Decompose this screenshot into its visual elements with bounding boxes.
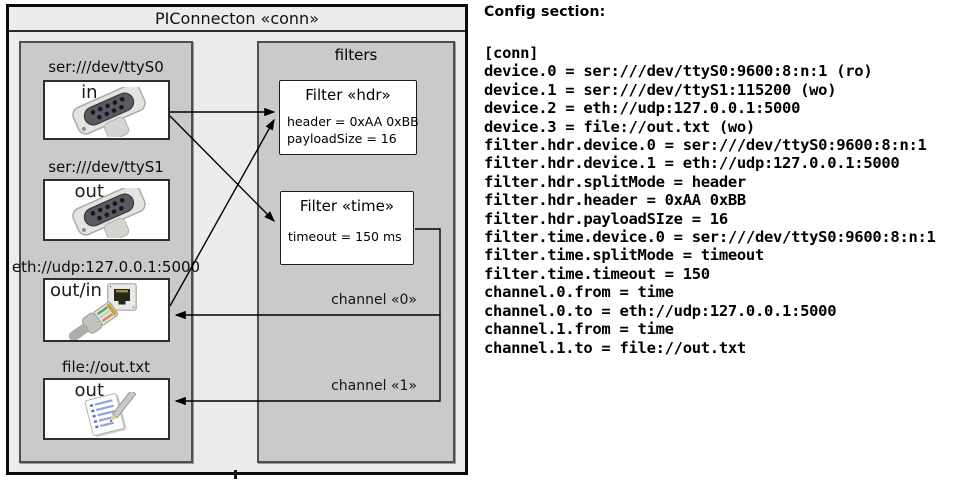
config-line: device.0 = ser:///dev/ttyS0:9600:8:n:1 (… [484,62,873,81]
ethernet-jack-icon [107,283,137,311]
config-line: filter.hdr.header = 0xAA 0xBB [484,191,746,210]
config-line: filter.hdr.device.1 = eth://udp:127.0.0.… [484,154,900,173]
config-line: channel.0.to = eth://udp:127.0.0.1:5000 [484,301,837,320]
device-box-ttys0: in [43,80,170,140]
filter-param: payloadSize = 16 [287,130,397,146]
port-direction-label: out/in [50,280,102,301]
ethernet-connector-photo [68,301,119,340]
port-direction-label: in [81,82,98,103]
config-line: [conn] [484,44,539,62]
config-line: channel.0.from = time [484,283,674,302]
config-line: filter.hdr.splitMode = header [484,172,746,191]
config-listing: [conn] device.0 = ser:///dev/ttyS0:9600:… [484,44,936,357]
device-label-file: file://out.txt [62,358,150,376]
serial-connector-photo [72,87,146,137]
frame-bottom-tick [234,470,237,479]
filter-box-hdr: Filter «hdr» header = 0xAA 0xBB payloadS… [279,80,419,155]
filter-param: timeout = 150 ms [288,229,402,244]
connector-diagram: PIConnecton «conn» ser:///dev/ttyS0 in [6,4,468,475]
channel-0-label: channel «0» [331,292,417,308]
config-line: filter.hdr.device.0 = ser:///dev/ttyS0:9… [484,136,927,155]
config-line: filter.hdr.payloadSIze = 16 [484,209,728,228]
device-label-ttys0: ser:///dev/ttyS0 [48,58,164,76]
devices-group: ser:///dev/ttyS0 in [12,41,200,463]
filter-params: header = 0xAA 0xBB payloadSize = 16 [280,114,419,147]
device-label-eth: eth://udp:127.0.0.1:5000 [11,258,201,276]
config-line: filter.time.device.0 = ser:///dev/ttyS0:… [484,228,936,247]
device-box-file: out [43,378,170,440]
diagram-title: PIConnecton «conn» [155,9,319,28]
device-box-eth: out/in [43,278,170,342]
device-box-ttys1: out [43,179,170,241]
device-label-ttys1: ser:///dev/ttyS1 [48,158,164,176]
filters-group: filters Filter «hdr» header = 0xAA 0xBB … [257,41,455,463]
config-line: device.2 = eth://udp:127.0.0.1:5000 [484,99,801,118]
config-section: Config section: [conn] device.0 = ser://… [484,4,964,357]
filter-title: Filter «time» [299,197,395,215]
filter-param: header = 0xAA 0xBB [287,114,419,129]
config-heading: Config section: [484,4,606,20]
filter-box-time: Filter «time» timeout = 150 ms [280,191,414,265]
port-direction-label: out [74,181,105,202]
notepad-document-photo [84,392,137,437]
config-line: channel.1.to = file://out.txt [484,338,746,357]
config-line: device.1 = ser:///dev/ttyS1:115200 (wo) [484,80,837,99]
serial-connector-photo [72,188,146,238]
config-line: filter.time.splitMode = timeout [484,246,764,265]
filter-params: timeout = 150 ms [281,229,413,246]
channel-1-label: channel «1» [331,378,417,394]
filter-title: Filter «hdr» [305,86,391,104]
title-separator [9,30,465,32]
config-line: device.3 = file://out.txt (wo) [484,117,755,136]
filters-group-title: filters [334,46,378,64]
config-line: channel.1.from = time [484,320,674,339]
config-line: filter.time.timeout = 150 [484,264,710,283]
port-direction-label: out [74,380,105,401]
